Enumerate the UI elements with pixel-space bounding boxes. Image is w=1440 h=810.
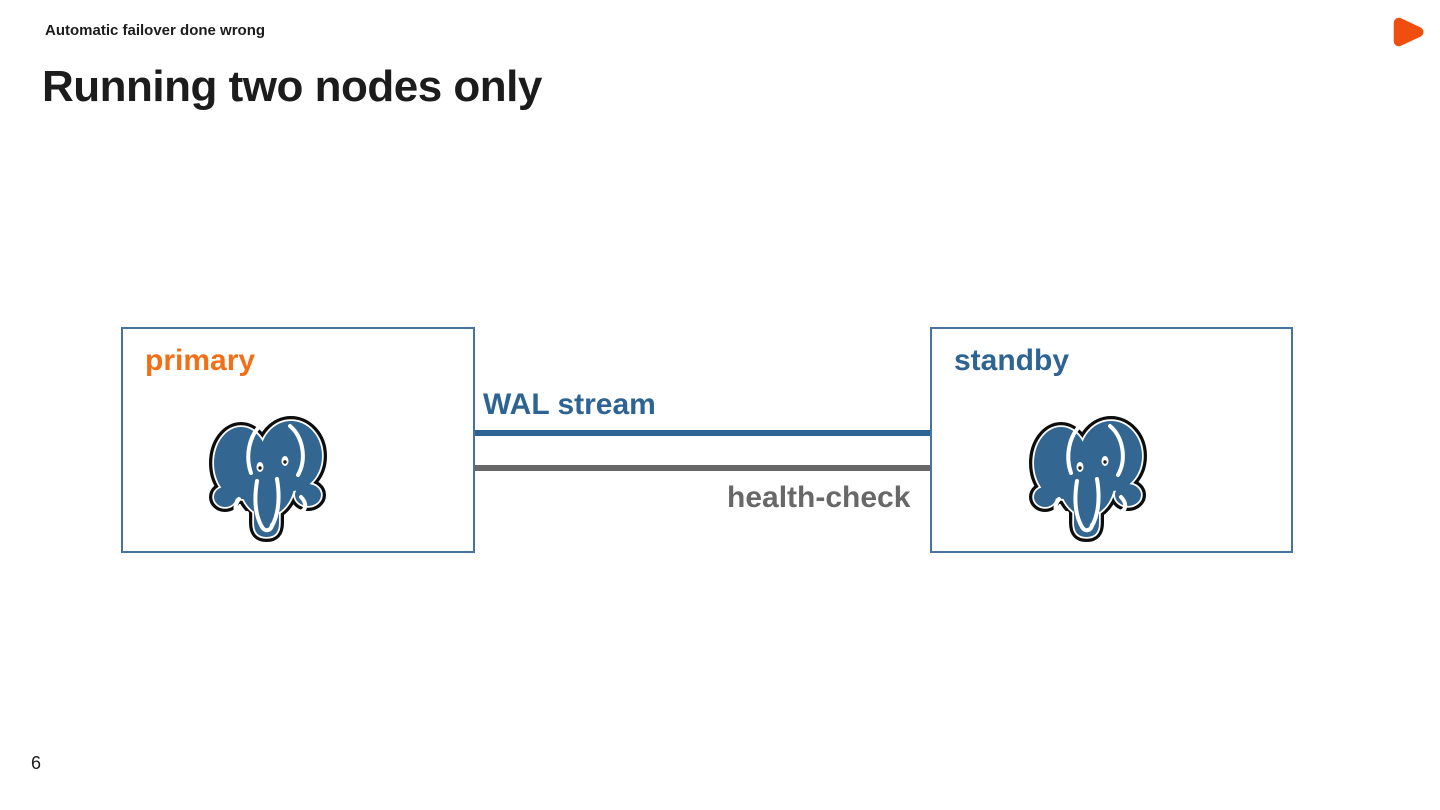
wal-stream-label: WAL stream bbox=[483, 388, 656, 421]
postgresql-elephant-icon bbox=[204, 409, 332, 549]
page-number: 6 bbox=[31, 753, 42, 773]
standby-node-label: standby bbox=[954, 344, 1070, 377]
primary-node-box: primary bbox=[121, 327, 475, 553]
company-logo-icon bbox=[1392, 16, 1424, 48]
play-triangle-icon bbox=[1393, 17, 1424, 47]
standby-node-box: standby bbox=[930, 327, 1293, 553]
postgresql-elephant-icon bbox=[1024, 409, 1152, 549]
health-check-label: health-check bbox=[727, 481, 911, 514]
slide-header: Automatic failover done wrong bbox=[45, 22, 266, 39]
primary-node-label: primary bbox=[145, 344, 256, 377]
slide-title: Running two nodes only bbox=[42, 62, 542, 111]
